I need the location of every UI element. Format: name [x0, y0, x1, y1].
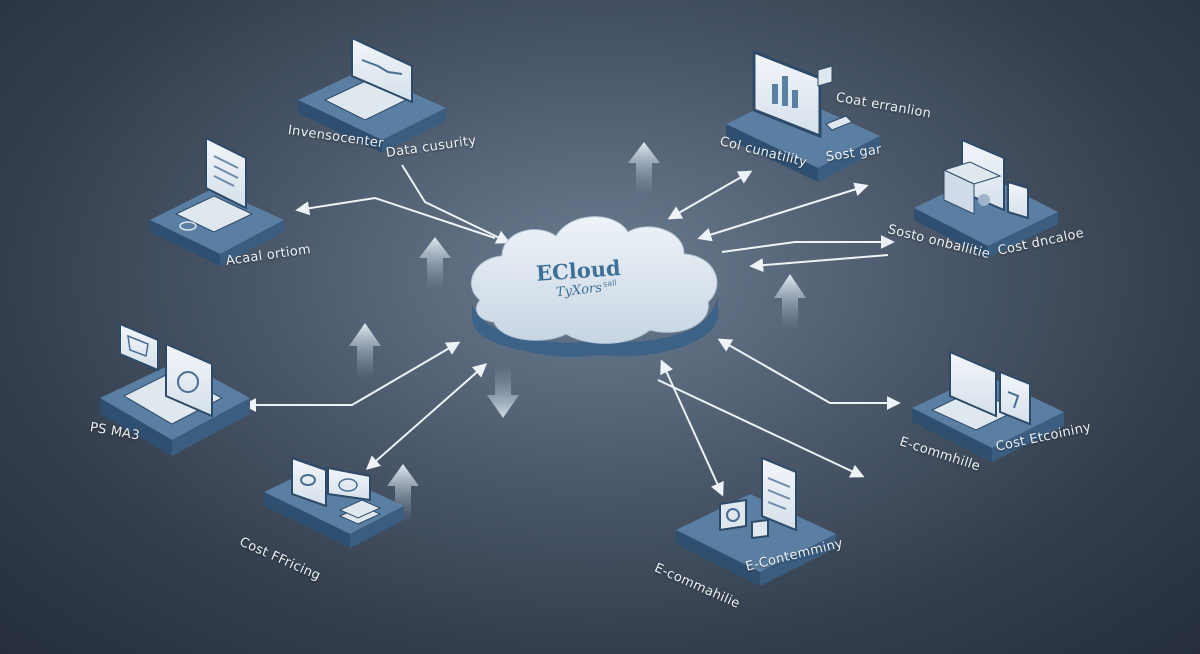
arrow-n1-cloud [401, 164, 511, 244]
node-laptop-right [912, 350, 1064, 462]
node-laptop-top-left [298, 36, 446, 153]
arrow-cloud-n2 [295, 196, 496, 239]
up-arrow-right [774, 274, 806, 330]
arrow-cloud-n7c [749, 254, 889, 273]
node-devices-bottom-left [264, 456, 404, 548]
cloud-small-text: sall [602, 278, 617, 289]
cloud-hub [471, 216, 719, 357]
node-monitor-top-right [726, 49, 880, 182]
up-arrow-left [419, 237, 451, 290]
down-arrow-center [487, 365, 519, 418]
up-arrow-left-lower [349, 323, 381, 378]
arrow-cloud-n4 [365, 363, 488, 470]
node-documents-bottom-center [676, 456, 836, 586]
cloud-base [472, 296, 719, 357]
arrow-cloud-n8 [667, 170, 753, 220]
up-arrow-top [628, 142, 660, 195]
arrow-cloud-n7a [697, 182, 869, 242]
arrow-cloud-n7b [721, 235, 895, 253]
arrow-cloud-n6a [717, 338, 901, 410]
connector-arrows [242, 164, 901, 497]
arrow-cloud-n5 [660, 359, 724, 497]
node-devices-right [914, 138, 1058, 258]
cloud-shape [471, 216, 718, 344]
node-laptop-left [150, 136, 284, 266]
node-laptop-shop [100, 322, 250, 456]
vertical-arrows [349, 142, 806, 522]
arrow-cloud-n3 [242, 341, 461, 412]
arrow-cloud-n6b [657, 379, 865, 478]
